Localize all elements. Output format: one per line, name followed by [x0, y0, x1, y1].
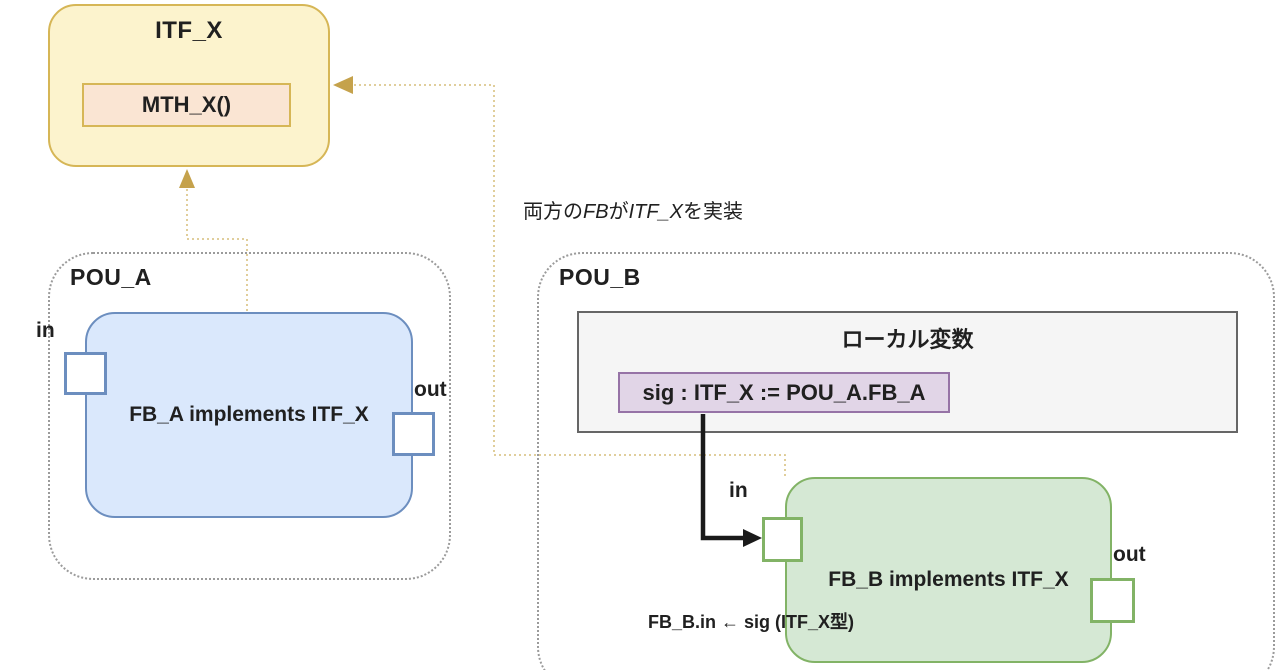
- fb-a-in-port: [64, 352, 107, 395]
- local-vars-title: ローカル変数: [841, 327, 974, 352]
- annotation-text-post: を実装: [683, 201, 744, 223]
- fb-a-out-port: [392, 412, 435, 456]
- interface-title: ITF_X: [155, 17, 223, 44]
- fb-b-implements-arrowhead: [333, 76, 353, 94]
- fb-b-out-port: [1090, 578, 1135, 623]
- fb-b-assignment-note: FB_B.in ← sig (ITF_X型): [648, 612, 855, 632]
- annotation-text-mid: が: [608, 201, 629, 223]
- fb-b-in-label: in: [729, 479, 748, 502]
- pou-a-label: POU_A: [70, 264, 152, 290]
- method-box: MTH_X(): [82, 83, 291, 127]
- pou-b-label: POU_B: [559, 264, 641, 290]
- fb-b-in-port: [762, 517, 803, 562]
- annotation-itf-italic: ITF_X: [628, 201, 684, 223]
- fb-b-box: FB_B implements ITF_X: [785, 477, 1112, 663]
- method-label: MTH_X(): [141, 92, 232, 117]
- fb-b-out-label: out: [1113, 543, 1146, 566]
- fb-a-box: FB_A implements ITF_X: [85, 312, 413, 518]
- interface-box: ITF_X MTH_X(): [48, 4, 330, 167]
- fb-a-in-label: in: [36, 319, 55, 342]
- fb-a-label: FB_A implements ITF_X: [129, 403, 369, 426]
- fb-a-implements-arrowhead: [179, 169, 195, 188]
- fb-b-label: FB_B implements ITF_X: [828, 568, 1069, 591]
- annotation-fb-italic: FB: [583, 201, 609, 223]
- fb-a-out-label: out: [414, 378, 447, 401]
- annotation-text-pre: 両方の: [523, 201, 583, 223]
- sig-declaration-box: sig : ITF_X := POU_A.FB_A: [618, 372, 950, 413]
- implements-annotation: 両方のFBがITF_Xを実装: [523, 195, 743, 224]
- sig-declaration-label: sig : ITF_X := POU_A.FB_A: [642, 379, 926, 405]
